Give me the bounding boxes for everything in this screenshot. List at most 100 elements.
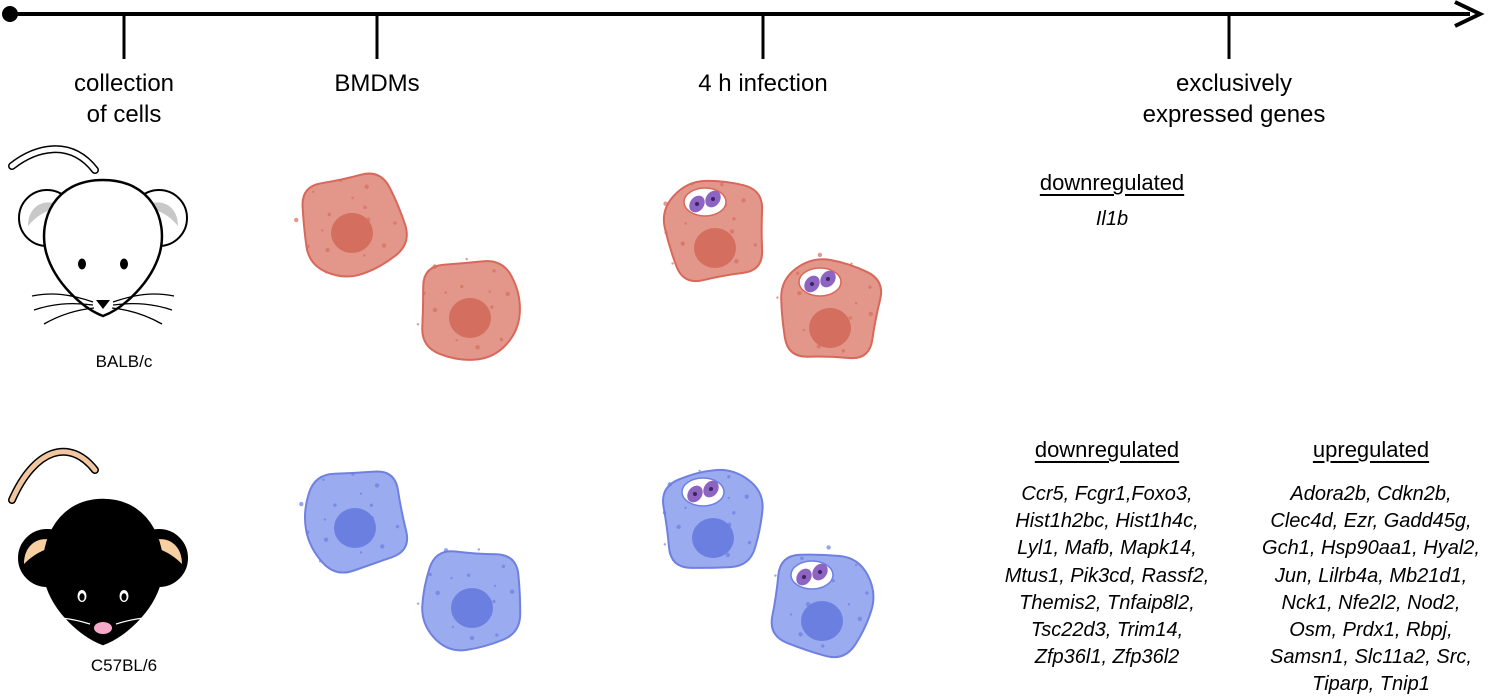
cytoplasm-granule (338, 178, 343, 183)
cytoplasm-granule (698, 469, 701, 472)
cytoplasm-granule (663, 543, 667, 546)
cytoplasm-granule (753, 243, 758, 247)
cytoplasm-granule (662, 511, 667, 515)
cytoplasm-granule (351, 472, 355, 476)
cytoplasm-granule (747, 540, 752, 545)
gene-line: Tiparp, Tnip1 (1312, 673, 1430, 696)
cytoplasm-granule (684, 506, 687, 509)
cytoplasm-granule (323, 537, 329, 542)
cytoplasm-granule (492, 599, 496, 604)
macrophage-cell (294, 172, 408, 278)
gene-line: Adora2b, Cdkn2b, (1290, 483, 1452, 505)
cytoplasm-granule (364, 184, 369, 189)
macrophage-cell (416, 548, 522, 652)
c57bl6-upregulated-genes: Adora2b, Cdkn2b,Clec4d, Ezr, Gadd45g,Gch… (1221, 481, 1500, 699)
cytoplasm-granule (351, 196, 354, 200)
cytoplasm-granule (720, 182, 724, 187)
strain-label-c57bl6: C57BL/6 (90, 656, 158, 675)
cytoplasm-granule (322, 478, 325, 482)
cytoplasm-granule (311, 190, 315, 194)
cytoplasm-granule (690, 183, 694, 186)
cytoplasm-granule (333, 503, 337, 507)
cytoplasm-granule (501, 564, 506, 569)
stage-line: of cells (86, 101, 162, 128)
mouse-illustrations (8, 145, 188, 646)
parasite-nucleus (810, 282, 814, 286)
timeline (2, 0, 1485, 59)
cytoplasm-granule (416, 602, 420, 605)
cytoplasm-granule (663, 201, 668, 206)
cytoplasm-granule (323, 518, 327, 521)
cytoplasm-granule (857, 616, 863, 622)
parasite-nucleus (711, 197, 715, 201)
cytoplasm-granule (680, 241, 685, 246)
macrophage-cells (294, 172, 883, 659)
c57bl6-mouse (8, 447, 188, 646)
cytoplasm-granule (817, 252, 823, 258)
cytoplasm-granule (393, 221, 397, 225)
cytoplasm-granule (493, 584, 497, 588)
cytoplasm-granule (395, 524, 400, 529)
cytoplasm-granule (841, 349, 846, 353)
gene-line: Jun, Lilrb4a, Mb21d1, (1274, 564, 1468, 587)
cytoplasm-granule (490, 305, 494, 309)
cytoplasm-granule (477, 548, 481, 551)
parasite-nucleus (695, 202, 699, 206)
cytoplasm-granule (380, 544, 385, 549)
cytoplasm-granule (460, 284, 464, 289)
cytoplasm-granule (306, 244, 310, 249)
cytoplasm-granule (359, 492, 363, 495)
cytoplasm-granule (854, 302, 858, 305)
balbc-downregulated-genes: Il1b (962, 206, 1262, 233)
cytoplasm-granule (305, 530, 310, 534)
cytoplasm-granule (798, 632, 803, 637)
cytoplasm-granule (795, 271, 800, 275)
cytoplasm-granule (854, 563, 858, 567)
cytoplasm-granule (428, 572, 432, 577)
timeline-start-dot (2, 6, 18, 22)
cytoplasm-granule (363, 205, 367, 210)
strain-label-balbc: BALB/c (95, 352, 153, 371)
gene-line: Ccr5, Fcgr1,Foxo3, (1021, 483, 1193, 505)
cell-nucleus (449, 298, 491, 338)
cytoplasm-granule (465, 257, 468, 261)
stage-label-genes: exclusively expressed genes (1109, 68, 1359, 130)
cytoplasm-granule (826, 545, 831, 550)
stage-line: BMDMs (334, 70, 420, 97)
parasite-nucleus (709, 487, 713, 491)
gene-line: Il1b (1095, 208, 1129, 230)
cell-nucleus (809, 308, 851, 348)
cytoplasm-granule (444, 291, 447, 294)
balbc-downregulated-heading: downregulated (1039, 170, 1185, 195)
cytoplasm-granule (797, 290, 802, 296)
cytoplasm-granule (495, 633, 499, 637)
balbc-mouse (8, 145, 188, 325)
cytoplasm-granule (774, 574, 777, 577)
cytoplasm-granule (676, 524, 681, 530)
cytoplasm-granule (727, 475, 731, 479)
cell-nucleus (801, 601, 843, 641)
cytoplasm-granule (432, 264, 437, 269)
gene-line: Gch1, Hsp90aa1, Hyal2, (1262, 537, 1480, 560)
cytoplasm-granule (416, 323, 420, 326)
stage-line: 4 h infection (698, 70, 828, 97)
gene-line: Zfp36l1, Zfp36l2 (1034, 646, 1180, 669)
infected-macrophage-cell (776, 252, 883, 360)
cytoplasm-granule (505, 291, 510, 297)
gene-line: Mtus1, Pik3cd, Rassf2, (1004, 564, 1210, 587)
cytoplasm-granule (848, 316, 853, 320)
cytoplasm-granule (299, 501, 304, 507)
cytoplasm-granule (363, 254, 366, 257)
cytoplasm-granule (374, 483, 380, 488)
cytoplasm-granule (422, 291, 426, 295)
cytoplasm-granule (667, 482, 672, 487)
cytoplasm-granule (369, 503, 374, 507)
cytoplasm-granule (684, 222, 687, 225)
macrophage-cell (299, 470, 409, 574)
gene-line: Themis2, Tnfaip8l2, (1019, 591, 1195, 614)
cytoplasm-granule (744, 494, 749, 499)
cytoplasm-granule (435, 590, 440, 596)
cytoplasm-granule (509, 589, 515, 594)
cytoplasm-granule (455, 338, 458, 342)
stage-label-infection: 4 h infection (663, 68, 863, 99)
